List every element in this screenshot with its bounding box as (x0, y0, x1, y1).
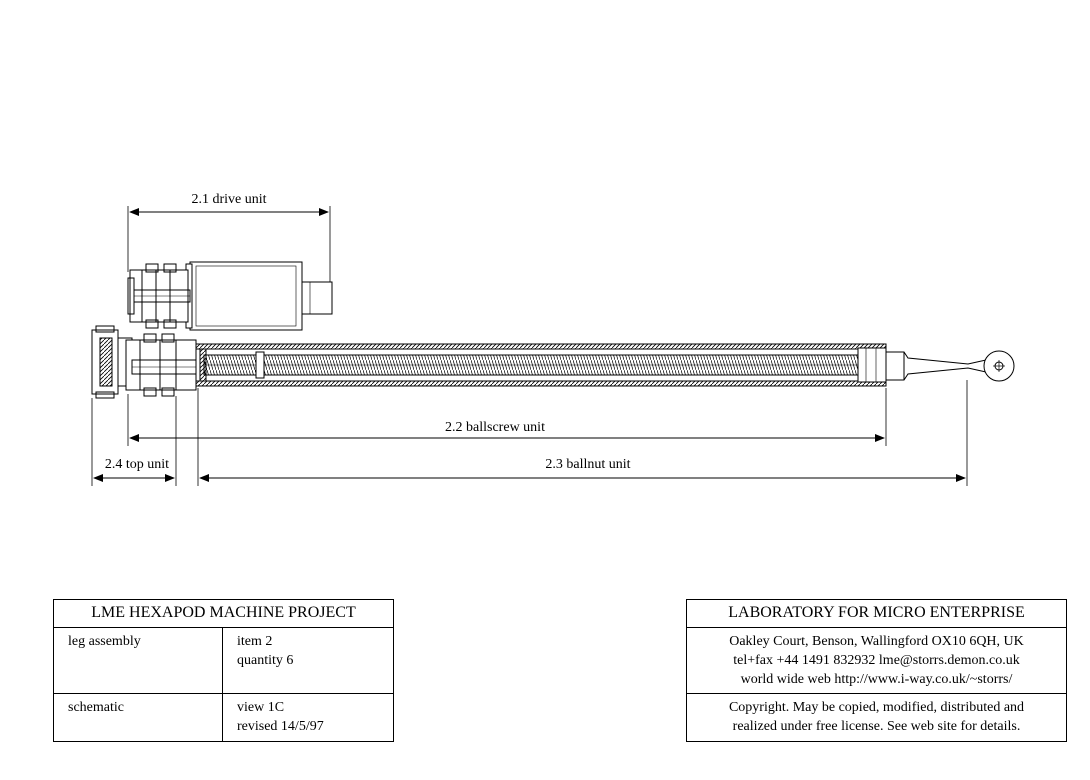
dim-label-top-unit: 2.4 top unit (105, 457, 169, 472)
row-label: schematic (54, 694, 223, 742)
lab-address-row: Oakley Court, Benson, Wallingford OX10 6… (687, 628, 1066, 694)
dim-label-drive-unit: 2.1 drive unit (191, 192, 266, 207)
quantity: quantity 6 (237, 653, 294, 668)
lab-address: Oakley Court, Benson, Wallingford OX10 6… (687, 628, 1066, 693)
address-line: Oakley Court, Benson, Wallingford OX10 6… (729, 634, 1024, 649)
item-number: item 2 (237, 634, 273, 649)
revision-date: revised 14/5/97 (237, 719, 324, 734)
rod-end (886, 350, 1015, 382)
row-values: item 2 quantity 6 (223, 628, 393, 693)
license-line: realized under free license. See web sit… (732, 719, 1021, 734)
dim-label-ballnut-unit: 2.3 ballnut unit (545, 457, 630, 472)
web-line: world wide web http://www.i-way.co.uk/~s… (740, 672, 1013, 687)
license-line: Copyright. May be copied, modified, dist… (728, 700, 1025, 715)
project-title-block: LME HEXAPOD MACHINE PROJECT leg assembly… (53, 599, 394, 742)
lab-info-block: LABORATORY FOR MICRO ENTERPRISE Oakley C… (686, 599, 1067, 742)
project-title: LME HEXAPOD MACHINE PROJECT (54, 600, 393, 628)
project-row-leg-assembly: leg assembly item 2 quantity 6 (54, 628, 393, 694)
ballnut (857, 347, 887, 383)
row-label: leg assembly (54, 628, 223, 693)
row-values: view 1C revised 14/5/97 (223, 694, 393, 742)
dim-label-ballscrew-unit: 2.2 ballscrew unit (445, 420, 545, 435)
dimension-lines (93, 208, 966, 482)
project-row-schematic: schematic view 1C revised 14/5/97 (54, 694, 393, 742)
lab-title: LABORATORY FOR MICRO ENTERPRISE (687, 600, 1066, 628)
license-text: Copyright. May be copied, modified, dist… (687, 694, 1066, 742)
lab-license-row: Copyright. May be copied, modified, dist… (687, 694, 1066, 742)
top-unit (91, 325, 197, 399)
ballscrew-tube (195, 343, 887, 387)
extension-lines (91, 206, 968, 486)
motor-end-cap (301, 281, 333, 315)
view-number: view 1C (237, 700, 285, 715)
drive-unit (127, 261, 333, 331)
contact-line: tel+fax +44 1491 832932 lme@storrs.demon… (733, 653, 1020, 668)
motor-body (189, 261, 303, 331)
